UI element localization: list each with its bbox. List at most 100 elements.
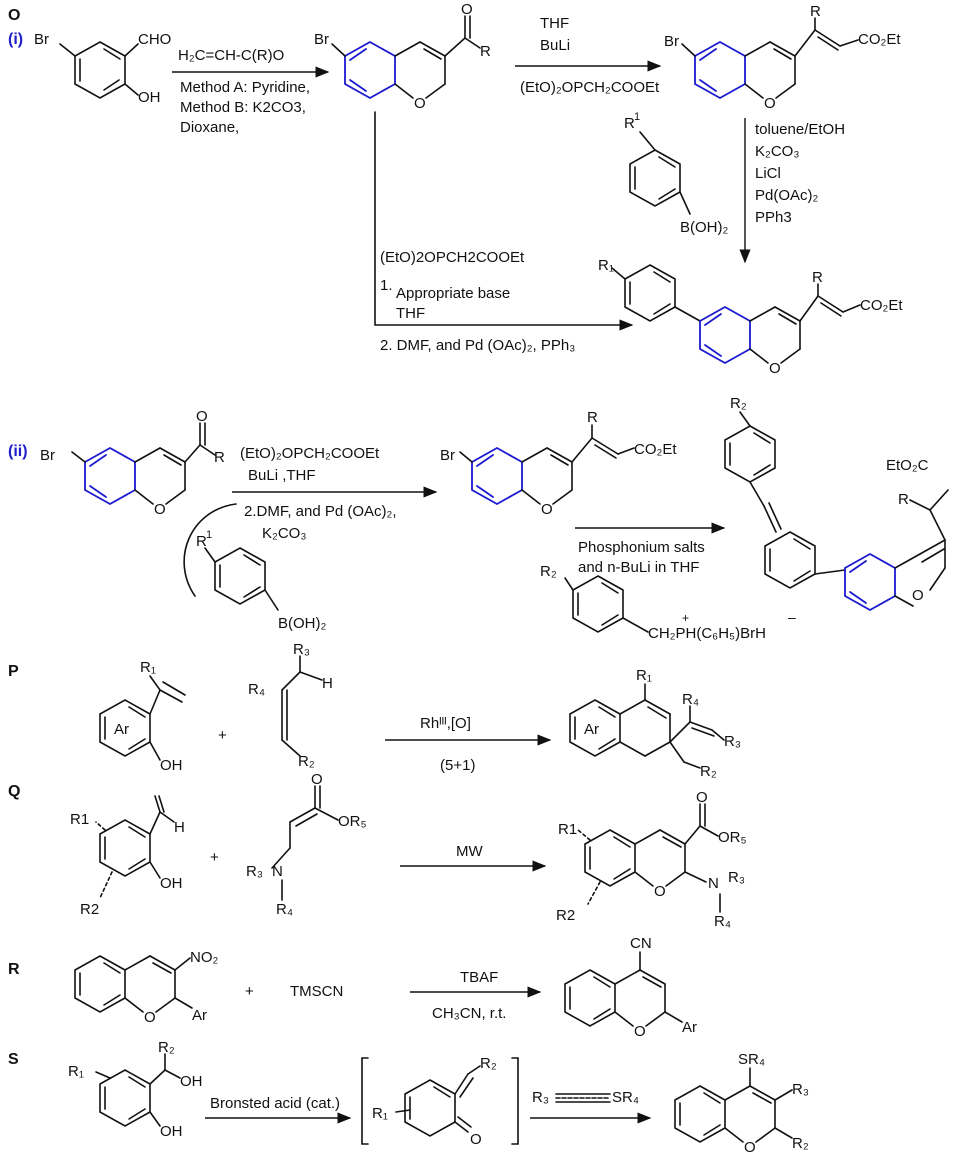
atom-o: O [196, 408, 208, 425]
atom-ring-o: O [654, 883, 666, 900]
reagent-phosphonate: (EtO)₂OPCH₂COOEt [520, 79, 660, 96]
atom-r1: R1 [70, 811, 89, 828]
reagent-tmscn: TMSCN [290, 983, 343, 1000]
thiochromene-product-structure: SR₄ R₃ O R₂ [674, 1051, 809, 1154]
allene-structure: R₃ H R₄ R₂ [248, 641, 333, 770]
phosphonium-minus: – [788, 609, 796, 625]
bromochromene-ketone-structure: Br O R O [314, 1, 491, 112]
bromochromene-acrylate-structure: Br R CO₂Et O [664, 3, 901, 112]
atom-ring-o: O [414, 95, 426, 112]
atom-oh: OH [138, 89, 161, 106]
atom-ester: EtO₂C [886, 457, 929, 474]
atom-r3: R₃ [792, 1081, 809, 1098]
curved-arrow-ii [183, 503, 237, 597]
quinone-methide-intermediate: R₁ R₂ O [361, 1055, 519, 1148]
reagent-buli: BuLi [540, 37, 570, 54]
atom-boronic: B(OH)₂ [278, 615, 326, 632]
atom-co2et: CO₂Et [634, 441, 677, 458]
wittig-condition-2: and n-BuLi in THF [578, 559, 699, 576]
condition-method-a: Method A: Pyridine, [180, 79, 310, 96]
atom-boronic: B(OH)₂ [680, 219, 728, 236]
reagent-ii-phosphonate: (EtO)₂OPCH₂COOEt [240, 445, 380, 462]
atom-ring-o: O [769, 360, 781, 377]
atom-no2: NO₂ [190, 949, 219, 966]
atom-sr4: SR₄ [612, 1089, 639, 1106]
atom-br: Br [34, 31, 49, 48]
condition-k2co3: K₂CO₃ [755, 143, 799, 160]
biaryl-chromene-product-structure: R₁ R CO₂Et O [598, 257, 903, 377]
reagent-ii-dmf: 2.DMF, and Pd (OAc)₂, [244, 503, 397, 520]
plus-p: + [218, 727, 227, 744]
atom-r4: R₄ [248, 681, 265, 698]
stilbene-chromene-product-structure: R₂ O R EtO₂C [724, 395, 949, 612]
condition-licl: LiCl [755, 165, 781, 182]
section-label-q: Q [8, 783, 20, 800]
atom-r3: R₃ [724, 733, 741, 750]
section-label-o: O [8, 7, 20, 24]
atom-or5: OR₅ [718, 829, 747, 846]
atom-r: R [898, 491, 909, 508]
condition-pph3: PPh3 [755, 209, 792, 226]
one-pot-step-2: 2. DMF, and Pd (OAc)₂, PPh₃ [380, 337, 575, 354]
phosphonium-formula: CH₂PH(C₆H₅)BrH [648, 625, 766, 642]
aminochromene-product-q-structure: R1 O O OR₅ N R₃ R₄ R2 [556, 789, 747, 930]
atom-r3: R₃ [293, 641, 310, 658]
atom-ring-o: O [144, 1009, 156, 1026]
atom-r2: R₂ [298, 753, 315, 770]
atom-r2: R₂ [792, 1135, 809, 1152]
condition-dioxane: Dioxane, [180, 119, 239, 136]
atom-br: Br [314, 31, 329, 48]
section-label-r: R [8, 961, 20, 978]
atom-br: Br [664, 33, 679, 50]
atom-r1: R [624, 115, 635, 132]
reagent-ii-k2co3: K₂CO₃ [262, 525, 306, 542]
atom-h: H [174, 819, 185, 836]
atom-r1-superscript: 1 [634, 111, 640, 123]
condition-toluene-etoh: toluene/EtOH [755, 121, 845, 138]
atom-o: O [696, 789, 708, 806]
atom-r1: R₁ [372, 1105, 388, 1122]
atom-br: Br [40, 447, 55, 464]
atom-oh: OH [180, 1073, 203, 1090]
atom-r2: R₂ [158, 1039, 175, 1056]
atom-co2et: CO₂Et [860, 297, 903, 314]
reagent-thf: THF [540, 15, 569, 32]
atom-r2: R₂ [540, 563, 557, 580]
atom-r: R [810, 3, 821, 20]
subscheme-label-ii: (ii) [8, 443, 28, 460]
condition-rh: Rhᴵᴵᴵ,[O] [420, 715, 471, 732]
atom-r: R [812, 269, 823, 286]
arylboronic-acid-structure: R 1 B(OH)₂ [624, 111, 728, 236]
one-pot-step-1: Appropriate base [396, 285, 510, 302]
atom-r2: R₂ [730, 395, 747, 412]
atom-r1: R1 [558, 821, 577, 838]
reagent-ii-buli: BuLi ,THF [248, 467, 316, 484]
phosphonium-salt-structure: R₂ CH₂PH(C₆H₅)BrH + – [540, 563, 796, 642]
atom-r4: R₄ [276, 901, 293, 918]
atom-br: Br [440, 447, 455, 464]
atom-o: O [311, 771, 323, 788]
atom-r: R [214, 449, 225, 466]
reagent-vinyl-ketone: H₂C=CH-C(R)O [178, 47, 284, 64]
phosphonium-plus: + [682, 611, 689, 625]
bromochromene-acrylate-ii-structure: Br R CO₂Et O [440, 409, 677, 518]
atom-r: R [587, 409, 598, 426]
plus-q: + [210, 849, 219, 866]
atom-ar: Ar [192, 1007, 207, 1024]
atom-o: O [470, 1131, 482, 1148]
atom-r2: R₂ [480, 1055, 497, 1072]
atom-r: R [480, 43, 491, 60]
atom-r2: R2 [556, 907, 575, 924]
bromochromene-ketone-ii-structure: Br O R O [40, 408, 225, 518]
atom-r1-superscript: 1 [206, 529, 212, 541]
condition-pdoac2: Pd(OAc)₂ [755, 187, 819, 204]
atom-r1: R [196, 533, 207, 550]
atom-or5: OR₅ [338, 813, 367, 830]
spiro-product-p-structure: Ar R₁ R₄ R₃ R₂ [569, 667, 741, 780]
atom-n: N [272, 863, 283, 880]
enamine-ester-structure: R₃ N R₄ O OR₅ [246, 771, 367, 918]
section-label-s: S [8, 1051, 19, 1068]
atom-r4: R₄ [714, 913, 731, 930]
condition-5plus1: (5+1) [440, 757, 475, 774]
condition-tbaf: TBAF [460, 969, 498, 986]
